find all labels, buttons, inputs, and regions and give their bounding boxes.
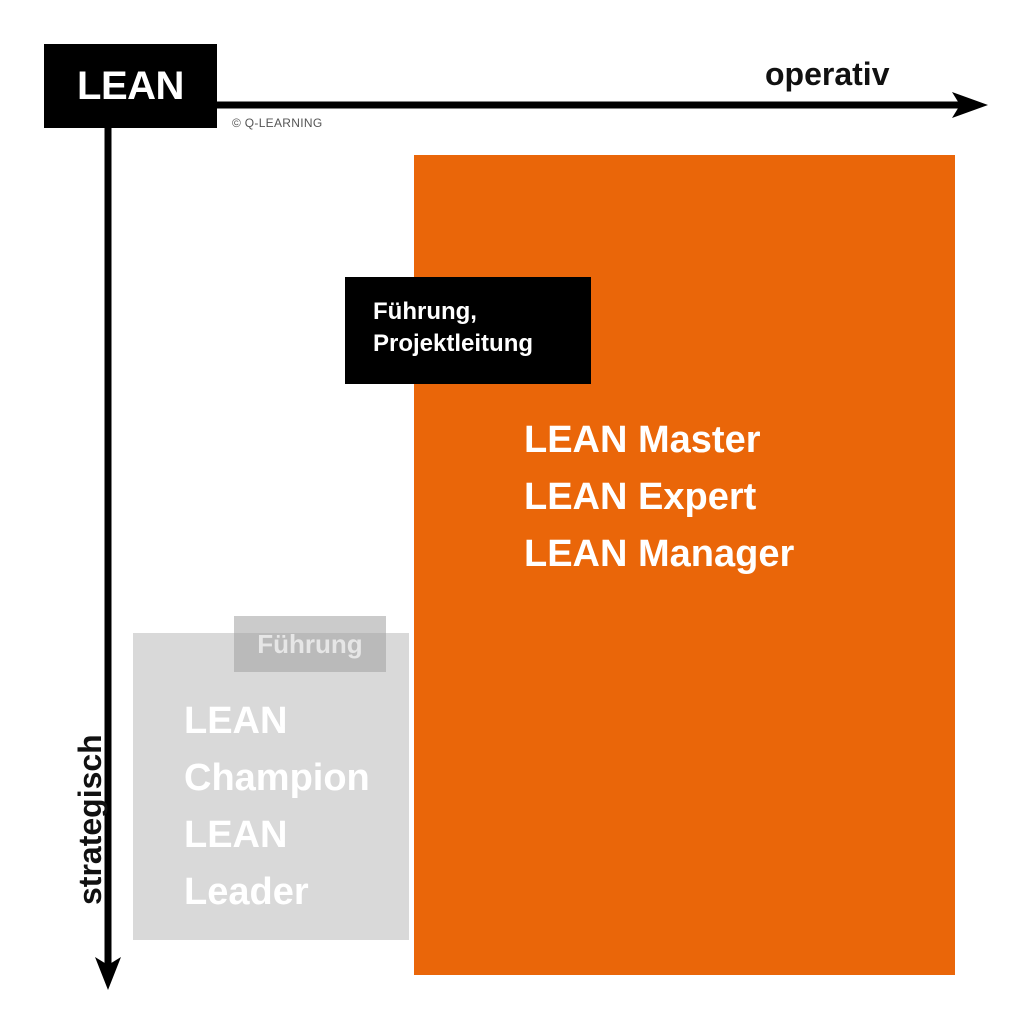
role-lean-master: LEAN Master (524, 419, 761, 461)
tag-line: Projektleitung (373, 330, 534, 357)
copyright-label: © Q-LEARNING (232, 116, 323, 130)
role-line: LEAN (184, 814, 288, 856)
tag-line: Führung, (373, 298, 477, 325)
lean-title-box: LEAN (44, 44, 217, 128)
x-axis-label: operativ (765, 56, 890, 92)
leadership-tag: Führung (234, 616, 386, 672)
role-line: LEAN (184, 700, 288, 742)
role-lean-manager: LEAN Manager (524, 533, 795, 575)
strategic-block (133, 633, 409, 940)
strategic-roles: LEAN Champion LEAN Leader (184, 693, 370, 921)
role-line: Leader (184, 871, 309, 913)
leadership-project-tag: Führung, Projektleitung (345, 277, 591, 384)
role-lean-expert: LEAN Expert (524, 476, 757, 518)
operative-roles: LEAN Master LEAN Expert LEAN Manager (524, 412, 794, 583)
y-axis-arrow (95, 100, 121, 990)
x-axis-arrow (104, 92, 988, 118)
y-axis-label: strategisch (72, 734, 108, 905)
role-line: Champion (184, 757, 370, 799)
